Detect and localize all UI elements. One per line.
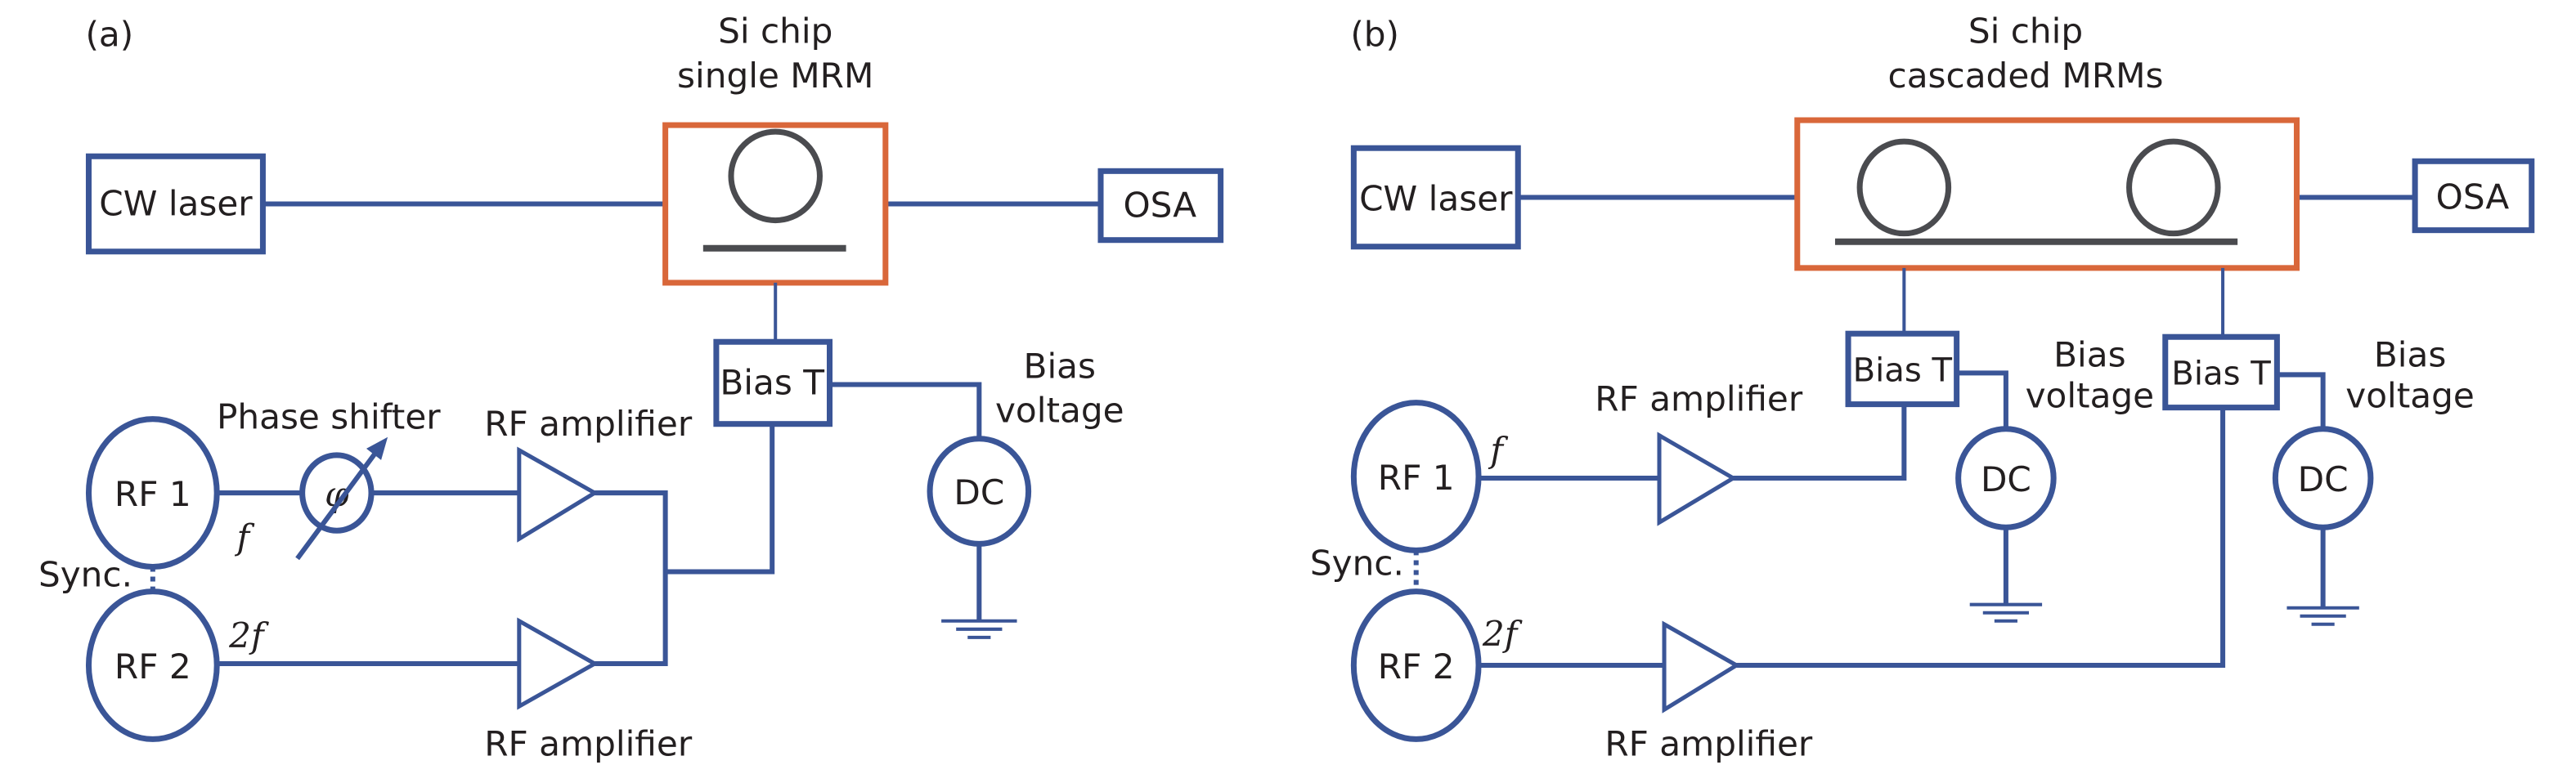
bias-voltage-b2-line2: voltage (2345, 376, 2475, 416)
microring-2-icon (2126, 138, 2221, 237)
freq-f-b: f (1488, 430, 1508, 470)
panel-a-label: (a) (85, 15, 133, 55)
rf-amplifier-a-top[interactable] (517, 446, 599, 543)
rf-amp-a-top-label: RF amplifier (484, 404, 693, 444)
rf-amp-b-bottom-label: RF amplifier (1604, 724, 1813, 764)
rf2-a-label: RF 2 (114, 646, 191, 687)
bias-tee-b1[interactable]: Bias T (1845, 330, 1960, 408)
cw-laser-a[interactable]: CW laser (85, 153, 266, 255)
wire-amp2-to-biast2 (1736, 407, 2226, 669)
dc-source-a[interactable]: DC (927, 436, 1032, 547)
rf-amplifier-b-bottom[interactable] (1662, 620, 1741, 714)
freq-2f-a: 2f (228, 615, 269, 655)
bias-voltage-b2-line1: Bias (2374, 334, 2446, 374)
wire-combiner-to-biast (665, 423, 775, 575)
rf-amp-a-bottom-label: RF amplifier (484, 724, 693, 764)
si-chip-single-mrm[interactable] (662, 122, 889, 286)
bias-voltage-a-line1: Bias (1024, 346, 1096, 386)
osa-a-label: OSA (1123, 186, 1196, 226)
freq-2f-b: 2f (1482, 614, 1523, 654)
panel-b: (b) Si chip cascaded MRMs CW laser OSA B… (1310, 11, 2535, 764)
cw-laser-b[interactable]: CW laser (1350, 145, 1521, 250)
osa-b[interactable]: OSA (2412, 158, 2535, 234)
ground-icon (2287, 606, 2359, 626)
chip-b-title-line1: Si chip (1968, 11, 2083, 51)
rf2-source-a[interactable]: RF 2 (85, 588, 220, 742)
bias-voltage-b1-line1: Bias (2053, 334, 2125, 374)
dc-source-a-label: DC (954, 472, 1004, 512)
tunable-arrow-icon (295, 450, 379, 561)
rf1-a-label: RF 1 (114, 474, 191, 514)
bias-tee-a[interactable]: Bias T (713, 338, 833, 427)
rf2-source-b[interactable]: RF 2 (1350, 588, 1482, 742)
sync-a-label: Sync. (38, 555, 132, 595)
wire-amp1-to-biast1 (1733, 404, 1907, 481)
chip-a-title-line2: single MRM (677, 56, 873, 96)
rf-amplifier-a-bottom[interactable] (517, 617, 599, 710)
bias-voltage-b1-line2: voltage (2026, 376, 2155, 416)
osa-a[interactable]: OSA (1097, 168, 1224, 244)
phase-shifter[interactable]: φ (295, 436, 388, 561)
wire-biast1-to-dc1 (1956, 370, 2008, 429)
chip-a-title-line1: Si chip (718, 11, 832, 51)
sync-b-label: Sync. (1310, 544, 1404, 584)
arrowhead-icon (366, 436, 388, 460)
panel-a: (a) Si chip single MRM CW laser OSA Bias… (38, 11, 1224, 764)
bias-tee-b2-label: Bias T (2171, 355, 2271, 392)
rf1-source-a[interactable]: RF 1 (85, 416, 220, 570)
ground-icon (1969, 602, 2043, 623)
dc-source-b2-label: DC (2298, 459, 2349, 499)
bias-tee-a-label: Bias T (720, 363, 824, 403)
dc-source-b2[interactable]: DC (2272, 426, 2374, 530)
bias-voltage-a-line2: voltage (995, 391, 1124, 431)
microring-icon (728, 128, 823, 224)
rf2-b-label: RF 2 (1378, 646, 1455, 687)
cw-laser-a-label: CW laser (99, 184, 253, 224)
wire-biast-to-dc-a (829, 382, 982, 441)
bias-tee-b1-label: Bias T (1853, 351, 1953, 389)
panel-b-label: (b) (1350, 15, 1399, 55)
si-chip-cascaded-mrms[interactable] (1794, 117, 2300, 271)
wire-biast2-to-dc2 (2277, 372, 2326, 429)
ground-icon (941, 619, 1017, 639)
phase-shifter-label: Phase shifter (217, 397, 441, 437)
rf-amp-b-top-label: RF amplifier (1595, 379, 1803, 419)
wire-amp-combiner (595, 490, 668, 667)
dc-source-b1-label: DC (1981, 459, 2031, 499)
cw-laser-b-label: CW laser (1359, 179, 1513, 219)
rf1-b-label: RF 1 (1378, 458, 1455, 498)
dc-source-b1[interactable]: DC (1955, 426, 2057, 530)
osa-b-label: OSA (2436, 177, 2510, 217)
bias-tee-b2[interactable]: Bias T (2162, 333, 2280, 411)
microring-1-icon (1856, 138, 1952, 237)
chip-b-title-line2: cascaded MRMs (1888, 56, 2164, 96)
freq-f-a: f (235, 517, 255, 557)
rf-amplifier-b-top[interactable] (1657, 432, 1738, 526)
rf1-source-b[interactable]: RF 1 (1350, 400, 1482, 553)
